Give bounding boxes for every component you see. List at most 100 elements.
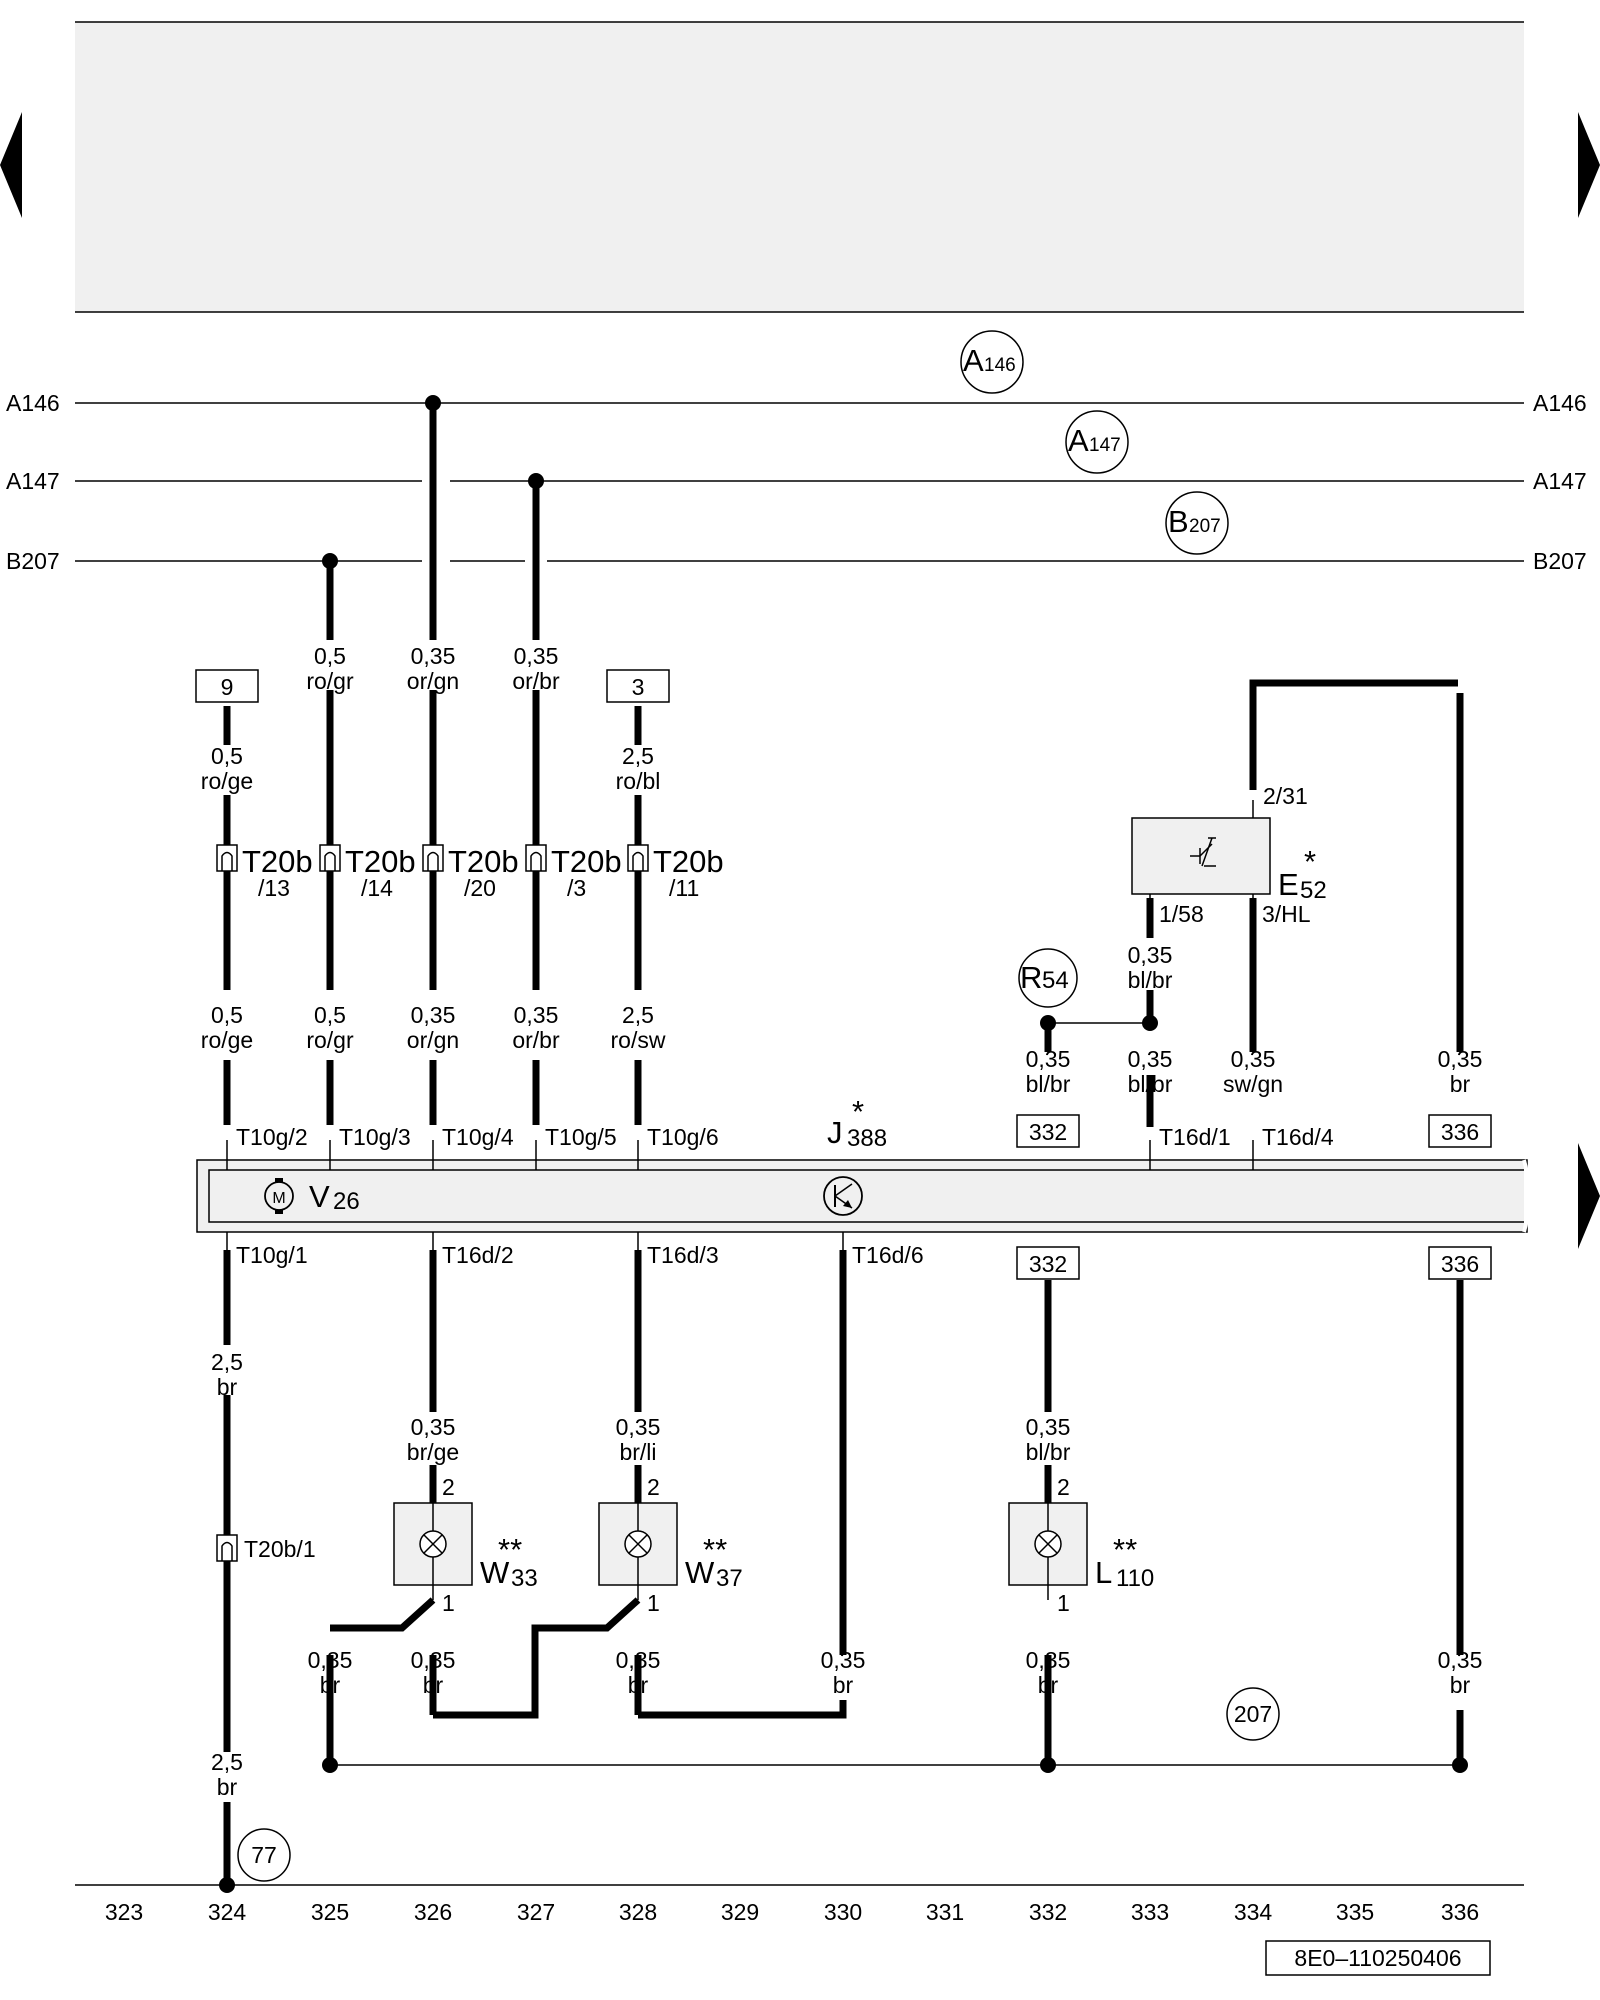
- svg-text:**: **: [498, 1532, 522, 1567]
- wire-color: sw/gn: [1223, 1071, 1283, 1097]
- bus-label-right: A147: [1533, 468, 1587, 494]
- lamp-w37[interactable]: [598, 1485, 678, 1600]
- svg-text:T10g/4: T10g/4: [442, 1124, 514, 1150]
- svg-text:A: A: [963, 343, 984, 378]
- svg-text:V: V: [309, 1179, 330, 1214]
- reference-box[interactable]: 332: [1016, 1246, 1080, 1280]
- v26-label: V 26: [309, 1179, 360, 1215]
- connector-t20b: T20b /3: [525, 844, 622, 901]
- wire-color: ro/gr: [306, 668, 354, 694]
- svg-text:T10g/1: T10g/1: [236, 1242, 308, 1268]
- reference-box[interactable]: 9: [195, 669, 259, 703]
- reference-box[interactable]: 336: [1428, 1114, 1492, 1148]
- svg-text:R: R: [1020, 960, 1042, 995]
- bus-badge: B 207: [1165, 491, 1229, 555]
- connector-t20b: T20b /13: [216, 844, 313, 901]
- wire-size: 0,35: [821, 1647, 866, 1673]
- bus-label-left: B207: [6, 548, 60, 574]
- svg-text:331: 331: [926, 1899, 964, 1925]
- connector-t20b: T20b /14: [319, 844, 416, 901]
- lamp-l110[interactable]: [1008, 1485, 1088, 1600]
- svg-text:332: 332: [1029, 1899, 1067, 1925]
- wire-color: bl/br: [1026, 1439, 1071, 1465]
- ground-point-207: 207: [1226, 1687, 1280, 1741]
- wire-size: 0,35: [1438, 1046, 1483, 1072]
- wire-color: br: [320, 1672, 341, 1698]
- svg-text:T20b: T20b: [551, 844, 622, 879]
- motor-icon: M: [264, 1178, 294, 1214]
- connector-t20b: T20b /11: [627, 844, 724, 901]
- lamp-w33[interactable]: [393, 1485, 473, 1600]
- wire-color: br: [217, 1374, 238, 1400]
- svg-text:/3: /3: [567, 875, 586, 901]
- svg-text:T10g/2: T10g/2: [236, 1124, 308, 1150]
- svg-text:329: 329: [721, 1899, 759, 1925]
- svg-text:325: 325: [311, 1899, 349, 1925]
- reference-box[interactable]: 336: [1428, 1246, 1492, 1280]
- header-panel: [75, 22, 1524, 312]
- svg-text:8E0–110250406: 8E0–110250406: [1294, 1945, 1461, 1971]
- svg-text:324: 324: [208, 1899, 247, 1925]
- wire-color: br: [1038, 1672, 1059, 1698]
- wire-size: 0,35: [1438, 1647, 1483, 1673]
- svg-text:327: 327: [517, 1899, 555, 1925]
- svg-text:B: B: [1168, 504, 1189, 539]
- wire-color: br: [217, 1774, 238, 1800]
- svg-text:336: 336: [1441, 1251, 1479, 1277]
- wire-size: 2,5: [211, 1349, 243, 1375]
- connector-t20b: T20b/1: [216, 1534, 316, 1562]
- bus-label-left: A147: [6, 468, 60, 494]
- bus-lines: [75, 402, 1524, 562]
- wire-color: br: [628, 1672, 649, 1698]
- continue-arrow-icon[interactable]: [1578, 1143, 1600, 1249]
- svg-text:2: 2: [647, 1474, 660, 1500]
- svg-text:T10g/5: T10g/5: [545, 1124, 617, 1150]
- wire-color: br/li: [619, 1439, 656, 1465]
- connector-t20b: T20b /20: [422, 844, 519, 901]
- wire-size: 0,35: [1128, 1046, 1173, 1072]
- svg-text:147: 147: [1089, 435, 1121, 456]
- wire-size: 0,35: [411, 1002, 456, 1028]
- wire-size: 0,35: [616, 1414, 661, 1440]
- wire-size: 2,5: [211, 1749, 243, 1775]
- svg-text:336: 336: [1441, 1899, 1479, 1925]
- bus-badge: A 146: [960, 330, 1024, 394]
- wire-size: 0,35: [616, 1647, 661, 1673]
- svg-text:1: 1: [1057, 1590, 1070, 1616]
- svg-text:146: 146: [984, 355, 1016, 376]
- svg-text:T16d/1: T16d/1: [1159, 1124, 1231, 1150]
- reference-box[interactable]: 3: [606, 669, 670, 703]
- wire-size: 2,5: [622, 743, 654, 769]
- svg-text:A: A: [1068, 423, 1089, 458]
- wire-size: 0,35: [1026, 1046, 1071, 1072]
- reference-box[interactable]: 332: [1016, 1114, 1080, 1148]
- pin-stubs: [226, 1140, 1254, 1252]
- column-numbers: 323 324 325 326 327 328 329 330 331 332 …: [105, 1899, 1479, 1925]
- r54-badge: R 54: [1018, 948, 1078, 1008]
- transistor-icon: [823, 1176, 863, 1216]
- next-page-arrow-icon[interactable]: [1578, 112, 1600, 218]
- svg-text:54: 54: [1042, 967, 1069, 994]
- svg-text:T20b: T20b: [653, 844, 724, 879]
- prev-page-arrow-icon[interactable]: [0, 112, 22, 218]
- wire-size: 0,35: [514, 1002, 559, 1028]
- svg-text:*: *: [852, 1094, 864, 1129]
- svg-text:9: 9: [221, 674, 234, 700]
- svg-text:323: 323: [105, 1899, 143, 1925]
- svg-text:3/HL: 3/HL: [1262, 901, 1311, 927]
- svg-text:/20: /20: [464, 875, 496, 901]
- wire-color: br: [423, 1672, 444, 1698]
- svg-text:J: J: [827, 1115, 843, 1150]
- svg-text:/14: /14: [361, 875, 393, 901]
- control-unit-j388[interactable]: [196, 1159, 1531, 1233]
- svg-text:334: 334: [1234, 1899, 1273, 1925]
- switch-e52[interactable]: [1131, 800, 1271, 905]
- svg-text:W: W: [480, 1555, 510, 1590]
- svg-text:26: 26: [333, 1188, 360, 1215]
- thin-wires: [330, 1022, 1460, 1766]
- wire-size: 0,5: [314, 643, 346, 669]
- svg-text:T10g/3: T10g/3: [339, 1124, 411, 1150]
- l110-label: L 110 ** 2 1: [1057, 1474, 1154, 1616]
- wire-size: 0,35: [308, 1647, 353, 1673]
